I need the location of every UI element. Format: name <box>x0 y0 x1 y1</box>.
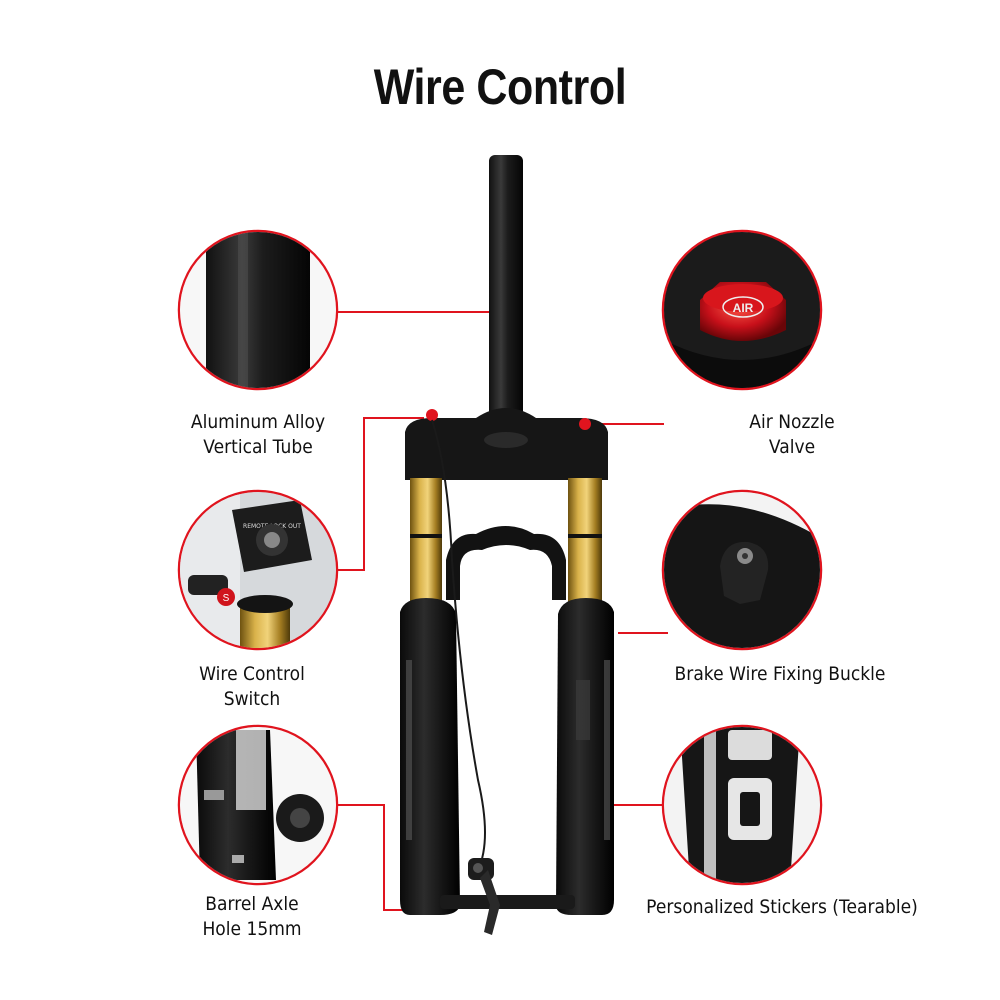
detail-stickers <box>661 724 823 886</box>
steerer-tube <box>489 155 523 420</box>
right-top-cap-icon <box>579 418 591 430</box>
detail-barrel-axle <box>177 724 339 886</box>
caption-axle: Barrel Axle Hole 15mm <box>202 893 302 940</box>
caption-air: Air Nozzle Valve <box>749 411 835 458</box>
detail-aluminum-tube <box>177 229 339 391</box>
left-top-cap-icon <box>426 409 438 421</box>
svg-text:AIR: AIR <box>733 301 754 315</box>
connector-switch <box>336 417 424 571</box>
right-lower-leg <box>556 598 614 915</box>
detail-wire-switch: REMOTE LOCK OUT S <box>177 489 339 651</box>
remote-cable <box>431 419 486 871</box>
fork-illustration <box>400 155 614 935</box>
left-stanchion <box>410 478 442 618</box>
remote-lever-icon <box>468 858 500 935</box>
left-lower-leg <box>400 598 460 915</box>
crown-cap <box>484 432 528 448</box>
air-label-icon <box>722 296 764 318</box>
right-stanchion <box>568 478 602 618</box>
caption-switch: Wire Control Switch <box>199 663 305 710</box>
detail-air-valve: AIR <box>661 229 823 391</box>
switch-badge-icon <box>217 588 235 606</box>
detail-brake-buckle <box>661 489 823 651</box>
connector-axle <box>336 804 408 911</box>
caption-stickers: Personalized Stickers (Tearable) <box>646 896 918 918</box>
caption-buckle: Brake Wire Fixing Buckle <box>674 663 886 685</box>
fork-arch <box>446 526 566 600</box>
fork-axle <box>440 895 575 909</box>
caption-tube: Aluminum Alloy Vertical Tube <box>190 411 326 458</box>
svg-text:S: S <box>223 593 230 604</box>
page-title: Wire Control <box>373 59 627 115</box>
